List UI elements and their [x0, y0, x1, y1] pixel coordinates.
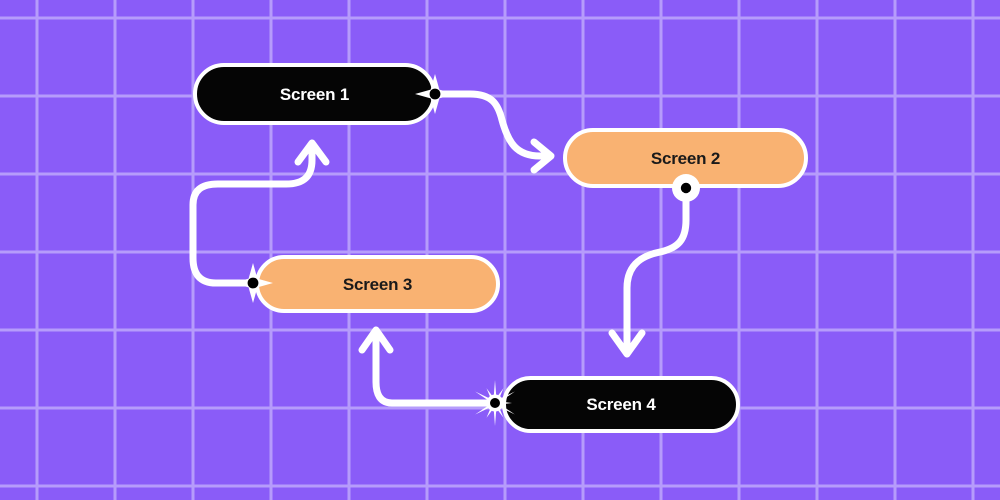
node-screen-4[interactable]: Screen 4	[502, 376, 740, 433]
node-screen-2-label: Screen 2	[650, 148, 721, 168]
connector-screen2-to-screen4[interactable]	[623, 188, 690, 352]
port-starburst-icon-screen-4[interactable]	[472, 380, 518, 426]
port-sparkle-icon-screen-1[interactable]	[415, 74, 455, 114]
node-screen-3[interactable]: Screen 3	[255, 255, 500, 313]
port-circle-icon-screen-2[interactable]	[672, 174, 700, 202]
node-screen-3-label: Screen 3	[342, 274, 413, 294]
port-sparkle-icon-screen-3[interactable]	[233, 263, 273, 303]
node-screen-1-label: Screen 1	[279, 84, 350, 104]
arrowhead-right-screen2	[530, 138, 555, 174]
arrowhead-up-screen1	[294, 139, 330, 166]
arrowhead-down-screen4	[608, 329, 646, 358]
node-screen-1[interactable]: Screen 1	[193, 63, 436, 125]
node-screen-4-label: Screen 4	[586, 395, 656, 414]
arrowhead-up-screen3	[358, 326, 394, 354]
